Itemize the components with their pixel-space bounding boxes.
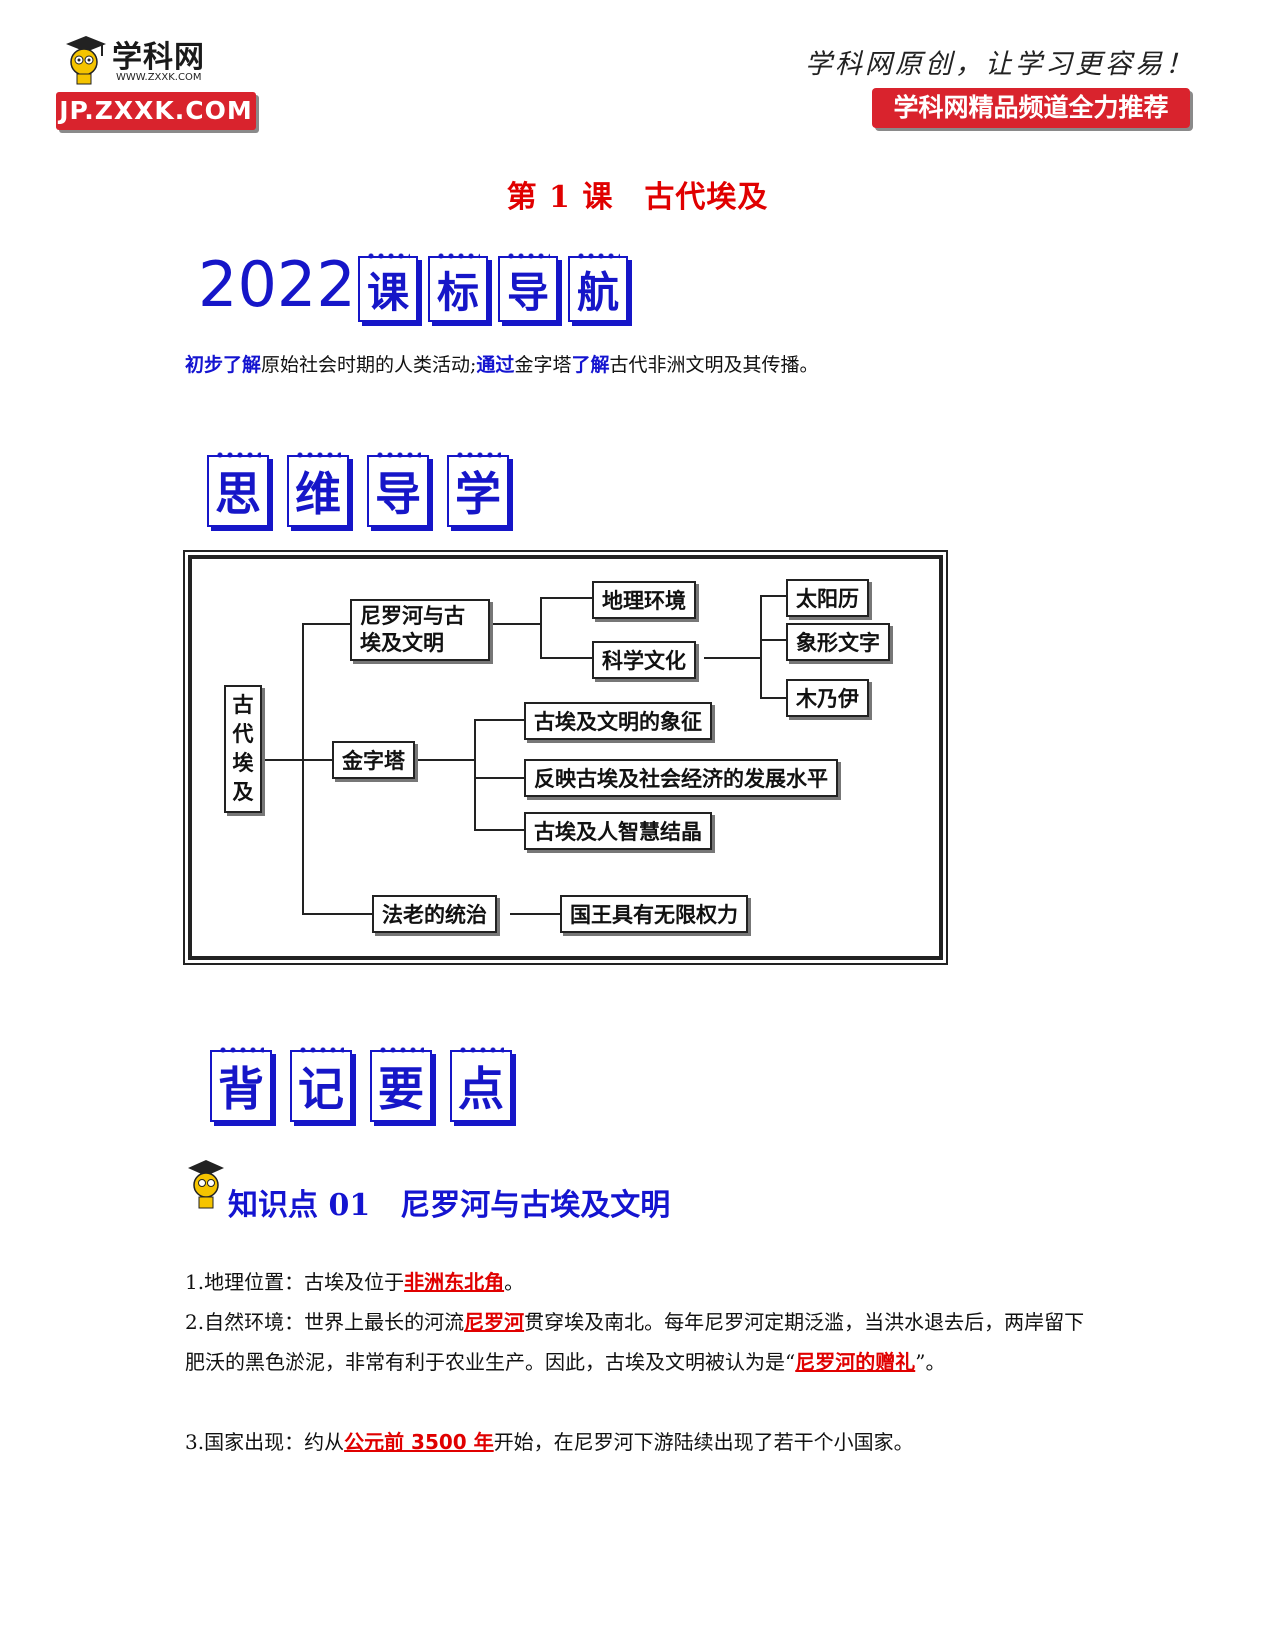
connector	[302, 623, 304, 913]
text: 1.地理位置：古埃及位于	[185, 1270, 405, 1294]
mindmap-branch-pharaoh: 法老的统治	[372, 895, 497, 933]
connector	[474, 719, 524, 721]
connector	[474, 719, 476, 829]
mindmap-node-calendar: 太阳历	[786, 579, 869, 617]
connector	[704, 657, 760, 659]
connector	[302, 623, 350, 625]
section-badge-kebiao: 课 标 导 航	[358, 252, 628, 322]
connector	[760, 639, 786, 641]
text: 2.自然环境：世界上最长的河流	[185, 1310, 465, 1334]
highlight: 尼罗河	[464, 1310, 525, 1334]
mascot-icon	[188, 1160, 224, 1209]
slogan-bar[interactable]: 学科网精品频道全力推荐	[872, 88, 1190, 128]
paragraph-environment: 2.自然环境：世界上最长的河流尼罗河贯穿埃及南北。每年尼罗河定期泛滥，当洪水退去…	[185, 1302, 1085, 1382]
section-badge-beiji: 背 记 要 点	[210, 1046, 512, 1122]
connector	[540, 597, 592, 599]
connector	[760, 595, 762, 697]
section-badge-siwei: 思 维 导 学	[207, 451, 509, 527]
mind-map: 古代埃及 尼罗河与古埃及文明 地理环境 科学文化 太阳历 象形文字 木乃伊 金字…	[183, 550, 948, 965]
badge-char: 航	[568, 252, 628, 322]
badge-char: 导	[367, 451, 429, 527]
text: 。	[504, 1270, 525, 1294]
mindmap-node-economy: 反映古埃及社会经济的发展水平	[524, 759, 838, 797]
paragraph-state: 3.国家出现：约从公元前 3500 年开始，在尼罗河下游陆续出现了若干个小国家。	[185, 1422, 1085, 1462]
highlight: 公元前 3500 年	[344, 1430, 494, 1454]
mindmap-node-mummy: 木乃伊	[786, 679, 869, 717]
text: 开始，在尼罗河下游陆续出现了若干个小国家。	[493, 1430, 914, 1454]
logo-name: 学科网	[112, 40, 205, 75]
highlight: 尼罗河的赠礼	[795, 1350, 916, 1374]
badge-char: 记	[290, 1046, 352, 1122]
badge-char: 思	[207, 451, 269, 527]
connector	[302, 759, 332, 761]
mindmap-branch-nile: 尼罗河与古埃及文明	[350, 599, 490, 661]
mindmap-node-geography: 地理环境	[592, 581, 696, 619]
connector	[474, 777, 524, 779]
text: 3.国家出现：约从	[185, 1430, 345, 1454]
badge-char: 学	[447, 451, 509, 527]
connector	[490, 623, 540, 625]
objective-text: 古代非洲文明及其传播。	[609, 354, 819, 376]
mindmap-root: 古代埃及	[224, 685, 262, 813]
logo-url: WWW.ZXXK.COM	[116, 72, 202, 83]
highlight: 非洲东北角	[404, 1270, 505, 1294]
logo-domain-bar[interactable]: JP.ZXXK.COM	[56, 92, 256, 130]
connector	[540, 657, 592, 659]
site-logo[interactable]: 学科网 WWW.ZXXK.COM	[60, 30, 260, 90]
mindmap-branch-pyramid: 金字塔	[332, 741, 415, 779]
connector	[302, 913, 372, 915]
mindmap-node-hieroglyphs: 象形文字	[786, 623, 890, 661]
badge-char: 要	[370, 1046, 432, 1122]
mindmap-node-science: 科学文化	[592, 641, 696, 679]
lesson-title: 第 1 课 古代埃及	[506, 180, 769, 215]
text: ”。	[915, 1350, 946, 1374]
section-year: 2022	[198, 248, 356, 321]
objective-text: 金字塔	[514, 354, 572, 376]
learning-objective: 初步了解原始社会时期的人类活动;通过金字塔了解古代非洲文明及其传播。	[185, 350, 818, 377]
text: 贯穿埃及南北。每年尼罗河定期泛滥，当洪水退去后，两岸留下肥沃的黑色淤泥，非常有利…	[185, 1310, 1085, 1374]
mascot-icon	[66, 36, 106, 85]
badge-char: 点	[450, 1046, 512, 1122]
keyword: 初步了解	[185, 354, 262, 376]
connector	[418, 759, 474, 761]
paragraph-location: 1.地理位置：古埃及位于非洲东北角。	[185, 1262, 1085, 1302]
badge-char: 导	[498, 252, 558, 322]
objective-text: 原始社会时期的人类活动;	[261, 354, 477, 376]
connector	[760, 697, 786, 699]
badge-char: 课	[358, 252, 418, 322]
keyword: 了解	[571, 354, 610, 376]
badge-char: 标	[428, 252, 488, 322]
connector	[474, 829, 524, 831]
mindmap-node-wisdom: 古埃及人智慧结晶	[524, 812, 712, 850]
mindmap-node-symbol: 古埃及文明的象征	[524, 702, 712, 740]
keyword: 通过	[476, 354, 515, 376]
badge-char: 维	[287, 451, 349, 527]
connector	[540, 597, 542, 657]
knowledge-point-title: 知识点 01 尼罗河与古埃及文明	[228, 1188, 671, 1223]
connector	[262, 759, 302, 761]
mindmap-node-king-power: 国王具有无限权力	[560, 895, 748, 933]
slogan: 学科网原创，让学习更容易！	[805, 49, 1195, 80]
connector	[510, 913, 560, 915]
badge-char: 背	[210, 1046, 272, 1122]
connector	[760, 595, 786, 597]
